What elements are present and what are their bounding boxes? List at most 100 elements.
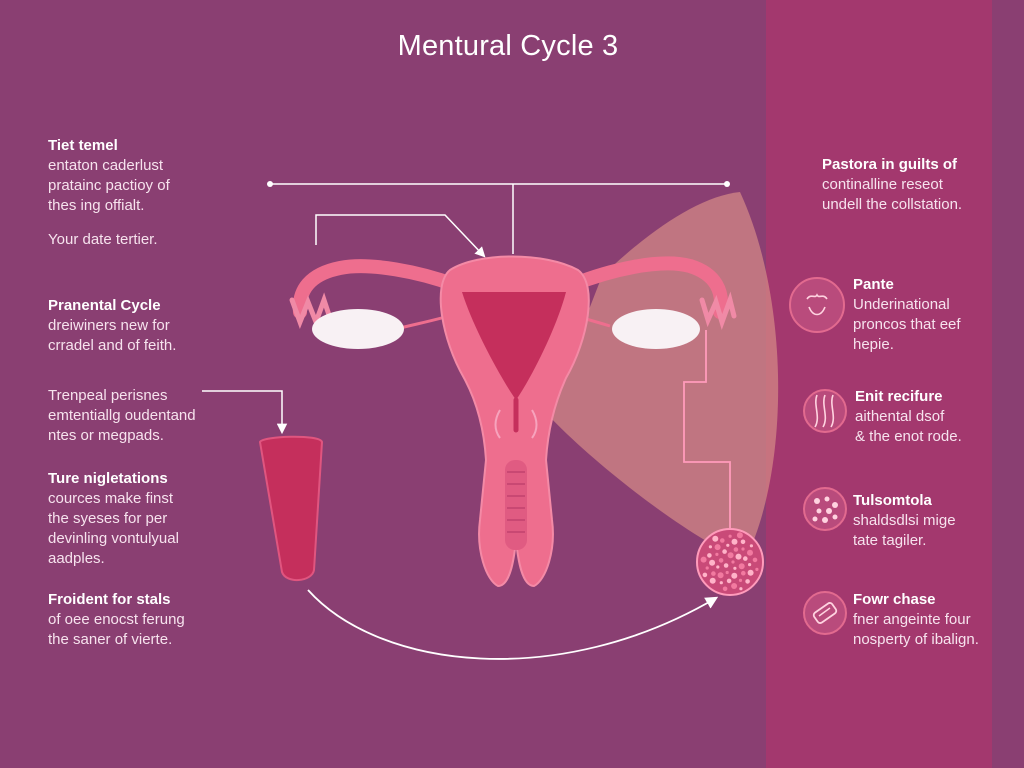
- pad-icon: [803, 591, 847, 635]
- top-connector-right-dot: [724, 181, 730, 187]
- tissue-icon: [803, 389, 847, 433]
- cell-dot: [747, 569, 754, 576]
- cervix-left-fold: [494, 409, 501, 439]
- cell-dot: [728, 534, 732, 538]
- cell-dot: [718, 558, 724, 563]
- left-block-5: Froident for stals of oee enocst ferung …: [48, 590, 185, 650]
- cell-dot: [720, 538, 725, 543]
- cell-dot: [716, 565, 720, 569]
- cell-dot: [726, 578, 732, 584]
- left-block-1-heading: Tiet temel: [48, 137, 118, 154]
- product-arrow: [202, 390, 288, 435]
- cell-dot: [740, 539, 746, 545]
- right-block-2-line: hepie.: [853, 336, 894, 353]
- cell-dot: [738, 578, 743, 583]
- left-block-1-line: pratainc pactioy of: [48, 177, 170, 194]
- cell-dot: [709, 577, 716, 584]
- right-block-3: Enit recifure aithental dsof & the enot …: [855, 387, 962, 447]
- left-block-3-line: emtentiallg oudentand: [48, 407, 196, 424]
- cell-dot: [708, 545, 713, 549]
- right-fallopian-tube: [565, 256, 728, 319]
- menstrual-product: [258, 435, 324, 581]
- cell-dot: [749, 544, 754, 548]
- right-panel-band: [766, 0, 992, 768]
- cell-dot: [743, 556, 748, 561]
- right-block-1-line: continalline reseot: [822, 176, 943, 193]
- cell-dot: [745, 579, 750, 584]
- cell-dot: [722, 586, 728, 592]
- cells-icon: [803, 487, 847, 531]
- left-fallopian-tube: [292, 259, 462, 319]
- cell-dot: [747, 549, 753, 556]
- cell-dot: [707, 553, 712, 558]
- cell-dots: [700, 532, 759, 592]
- cell-dot: [702, 572, 708, 578]
- left-ovary: [312, 309, 404, 349]
- right-block-5-heading: Fowr chase: [853, 591, 936, 608]
- left-block-1-extra: Your date tertier.: [48, 231, 158, 248]
- uterine-cavity: [462, 292, 566, 400]
- right-block-4-line: shaldsdlsi mige: [853, 512, 956, 529]
- right-block-3-line: aithental dsof: [855, 408, 945, 425]
- cell-dot: [726, 543, 730, 547]
- right-block-2-heading: Pante: [853, 276, 894, 293]
- pink-connector: [683, 330, 731, 528]
- right-block-1-line: undell the collstation.: [822, 196, 963, 213]
- cell-dot: [700, 556, 707, 563]
- cell-dot: [731, 538, 738, 545]
- cell-dot: [739, 587, 743, 591]
- right-block-4-line: tate tagiler.: [853, 532, 927, 549]
- cycle-arc: [307, 589, 719, 660]
- right-block-5-line: nosperty of ibalign.: [853, 631, 979, 648]
- cell-dot: [731, 560, 735, 564]
- left-block-2-heading: Pranental Cycle: [48, 297, 161, 314]
- cell-dot: [719, 581, 723, 585]
- highlight-cone: [548, 192, 779, 560]
- left-fimbriae: [289, 292, 333, 330]
- right-block-2: Pante Underinational proncos that eef he…: [853, 275, 961, 355]
- cell-dot: [741, 570, 746, 576]
- left-block-4-line: devinling vontulyual: [48, 530, 179, 547]
- left-block-1-line: thes ing offialt.: [48, 197, 145, 214]
- left-block-3: Trenpeal perisnes emtentiallg oudentand …: [48, 386, 196, 446]
- right-block-2-line: proncos that eef: [853, 316, 961, 333]
- cell-dot: [731, 572, 738, 579]
- right-block-5: Fowr chase fner angeinte four nosperty o…: [853, 590, 979, 650]
- left-block-2-line: dreiwiners new for: [48, 317, 170, 334]
- tube-arrow: [315, 214, 486, 258]
- cell-dot: [755, 567, 759, 572]
- top-connector-left-dot: [267, 181, 273, 187]
- right-ovary: [612, 309, 700, 349]
- left-block-4-line: aadples.: [48, 550, 105, 567]
- right-block-4: Tulsomtola shaldsdlsi mige tate tagiler.: [853, 491, 956, 551]
- left-block-5-line: of oee enocst ferung: [48, 611, 185, 628]
- face-icon: [789, 277, 845, 333]
- endometrium-cells-circle: [696, 528, 764, 596]
- left-block-4-line: cources make finst: [48, 490, 174, 507]
- right-block-3-line: & the enot rode.: [855, 428, 962, 445]
- cell-dot: [727, 552, 734, 559]
- left-block-5-heading: Froident for stals: [48, 591, 171, 608]
- right-block-3-heading: Enit recifure: [855, 388, 943, 405]
- cell-dot: [736, 532, 743, 539]
- cell-dot: [735, 553, 742, 560]
- left-block-3-line: ntes or megpads.: [48, 427, 164, 444]
- vaginal-rugae: [507, 471, 525, 533]
- cell-dot: [748, 563, 752, 567]
- right-block-1: Pastora in guilts of continalline reseot…: [822, 155, 962, 215]
- cell-dot: [722, 549, 727, 554]
- left-block-3-line: Trenpeal perisnes: [48, 387, 168, 404]
- cell-dot: [733, 547, 739, 552]
- cell-dot: [709, 559, 716, 566]
- cell-dot: [723, 563, 729, 568]
- cell-dot: [711, 571, 716, 576]
- vaginal-canal: [505, 460, 527, 550]
- cell-dot: [712, 535, 719, 542]
- cell-dot: [738, 563, 745, 570]
- left-block-4-heading: Ture nigletations: [48, 470, 168, 487]
- cell-dot: [741, 547, 745, 551]
- right-block-1-heading: Pastora in guilts of: [822, 156, 958, 173]
- right-block-5-line: fner angeinte four: [853, 611, 971, 628]
- left-block-2-line: crradel and of feith.: [48, 337, 177, 354]
